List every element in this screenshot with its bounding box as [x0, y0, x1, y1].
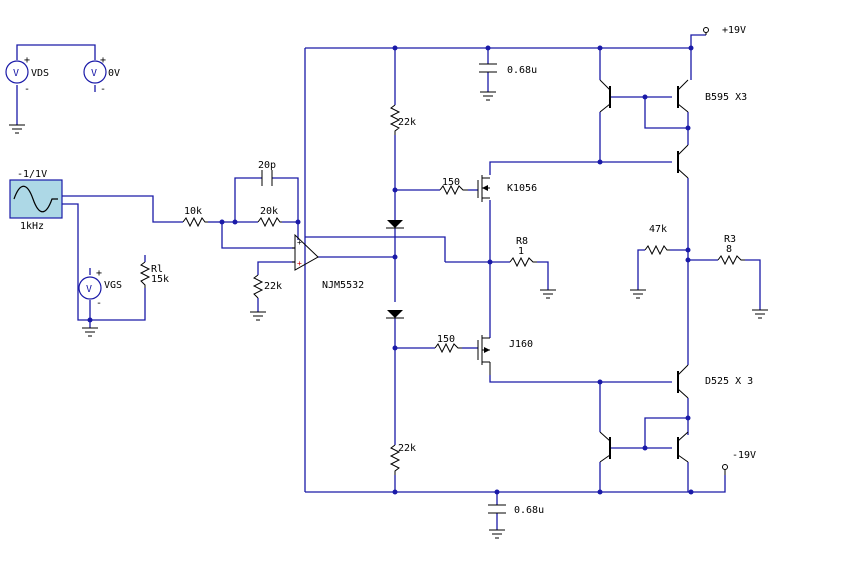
bjt-bottom-right	[677, 431, 689, 463]
resistor-150-top	[439, 184, 468, 196]
wires	[16, 34, 761, 530]
label-20k: 20k	[260, 206, 278, 217]
label-vds: VDS	[31, 68, 49, 79]
label-cap-top: 0.68u	[507, 65, 537, 76]
label-opamp: NJM5532	[322, 280, 364, 291]
ground-icon	[250, 311, 266, 321]
voltmeter-vds: V	[5, 60, 29, 84]
label-0v: 0V	[108, 68, 120, 79]
junction-nodes	[87, 45, 694, 495]
svg-text:V: V	[13, 68, 19, 79]
label-r8-name: R8	[516, 236, 528, 247]
bjt-top-right	[677, 79, 689, 113]
resistor-r3	[717, 254, 745, 266]
label-j160: J160	[509, 339, 533, 350]
label-150-top: 150	[442, 177, 460, 188]
bjt-top-left	[599, 79, 611, 113]
opamp-plus: +	[297, 238, 302, 247]
ground-icon	[480, 91, 496, 101]
svg-text:V: V	[86, 284, 92, 295]
terminal-minus19	[722, 464, 728, 470]
label-22k-bottom: 22k	[398, 443, 416, 454]
label-cap-bottom: 0.68u	[514, 505, 544, 516]
capacitor-top	[479, 63, 497, 73]
capacitor-bottom	[488, 504, 506, 514]
svg-text:V: V	[91, 68, 97, 79]
mosfet-j160	[477, 335, 491, 375]
svg-text:+: +	[24, 55, 30, 66]
terminal-plus19	[703, 27, 709, 33]
resistor-rl	[139, 261, 151, 288]
bjt-top-driver	[677, 144, 689, 179]
voltmeter-0v: V	[83, 60, 107, 84]
label-10k: 10k	[184, 206, 202, 217]
labels: VDS + - 0V + - VGS + - -1/1V 1kHz 10k 20…	[17, 25, 756, 516]
label-47k: 47k	[649, 224, 667, 235]
resistor-10k	[182, 216, 208, 228]
label-r3-value: 8	[726, 244, 732, 255]
label-rl-name: Rl	[151, 264, 163, 275]
opamp-njm5532: + +	[292, 233, 319, 271]
label-r3-name: R3	[724, 234, 736, 245]
capacitor-20p	[261, 170, 273, 186]
label-r8-value: 1	[518, 246, 524, 257]
bjt-bottom-driver	[677, 364, 689, 399]
mosfet-k1056	[477, 175, 490, 202]
resistors	[139, 104, 745, 475]
svg-text:-: -	[96, 298, 102, 309]
svg-text:+: +	[96, 268, 102, 279]
diodes	[386, 220, 404, 319]
resistor-20k	[257, 216, 282, 228]
label-22k-bias: 22k	[264, 281, 282, 292]
ground-icon	[489, 529, 505, 539]
ground-icon	[752, 309, 768, 319]
label-gen-freq: 1kHz	[20, 221, 44, 232]
capacitors	[261, 63, 506, 514]
label-b595: B595 X3	[705, 92, 747, 103]
ground-icon	[82, 327, 98, 337]
resistor-22k-top	[389, 104, 401, 135]
label-vgs: VGS	[104, 280, 122, 291]
svg-text:-: -	[24, 84, 30, 95]
ground-icon	[540, 289, 556, 299]
voltmeter-vgs: V	[78, 276, 102, 300]
resistor-r8	[509, 256, 537, 268]
resistor-22k-bottom	[389, 444, 401, 475]
ground-symbols	[9, 91, 768, 539]
resistor-22k-bias	[252, 274, 264, 299]
diode-bottom	[386, 310, 404, 319]
ground-icon	[630, 289, 646, 299]
label-minus19v: -19V	[732, 450, 756, 461]
signal-generator	[9, 179, 63, 219]
label-150-bottom: 150	[437, 334, 455, 345]
label-k1056: K1056	[507, 183, 537, 194]
svg-text:-: -	[100, 84, 106, 95]
label-d525: D525 X 3	[705, 376, 753, 387]
ground-icon	[9, 124, 25, 134]
label-plus19v: +19V	[722, 25, 746, 36]
resistor-150-bottom	[434, 342, 462, 354]
bjt-bottom-left	[599, 431, 611, 463]
label-rl: 15k	[151, 274, 169, 285]
svg-text:+: +	[100, 55, 106, 66]
resistor-47k	[644, 244, 670, 256]
label-gen-amp: -1/1V	[17, 169, 47, 180]
opamp-minus: +	[297, 259, 302, 268]
label-22k-top: 22k	[398, 117, 416, 128]
diode-top	[386, 220, 404, 229]
label-20p: 20p	[258, 160, 276, 171]
